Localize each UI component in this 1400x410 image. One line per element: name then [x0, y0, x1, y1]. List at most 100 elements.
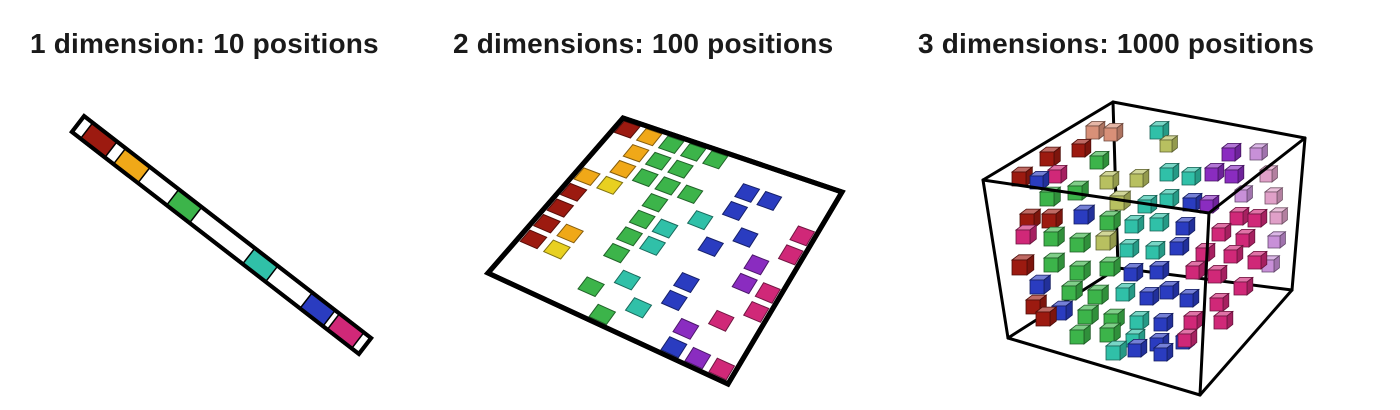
- small-cube: [1070, 138, 1092, 158]
- cube-front: [1069, 265, 1085, 281]
- small-cube: [1098, 170, 1120, 190]
- panel-title-3d: 3 dimensions: 1000 positions: [918, 28, 1315, 59]
- small-cube: [1152, 342, 1174, 362]
- cube-front: [1047, 169, 1062, 184]
- small-cube: [1086, 284, 1110, 305]
- small-cube: [1158, 188, 1180, 208]
- small-cube: [1228, 206, 1250, 226]
- cube-front: [1199, 199, 1214, 214]
- cube-front: [1211, 227, 1226, 242]
- cube-front: [1234, 189, 1248, 203]
- cube-front: [1127, 343, 1142, 358]
- small-cube: [1076, 304, 1100, 325]
- small-cube: [1220, 142, 1242, 162]
- grid-cell: [743, 254, 770, 276]
- small-cube: [1180, 166, 1202, 186]
- small-cube: [1038, 146, 1062, 167]
- small-cube: [1128, 168, 1150, 188]
- small-cube: [1068, 260, 1092, 281]
- cube-front: [1269, 211, 1283, 225]
- grid-cell: [651, 218, 679, 239]
- cube-front: [1209, 297, 1224, 312]
- cube-edge: [981, 178, 1211, 215]
- grid-cell: [660, 336, 688, 359]
- grid-cell: [624, 297, 653, 319]
- cube-front: [1185, 265, 1200, 280]
- three-dimensional-cube: [981, 100, 1307, 397]
- grid-border: [483, 115, 846, 388]
- cube-front: [1249, 147, 1263, 161]
- grid-cell: [686, 210, 714, 231]
- cube-edge: [1207, 136, 1307, 215]
- small-cube: [1248, 142, 1269, 161]
- small-cube: [1148, 120, 1170, 140]
- cube-front: [1089, 155, 1104, 170]
- cube-front: [1103, 127, 1118, 142]
- small-cube: [1206, 264, 1228, 284]
- grid-cell: [756, 190, 783, 212]
- cube-front: [1099, 327, 1115, 343]
- cube-front: [1159, 139, 1173, 153]
- cube-edge: [981, 100, 1115, 182]
- small-cube: [1212, 310, 1234, 330]
- small-cube: [1184, 260, 1206, 280]
- small-cube: [1018, 208, 1042, 229]
- small-cube: [1266, 230, 1287, 249]
- cube-front: [1099, 175, 1114, 190]
- grid-cell: [672, 317, 700, 340]
- cube-front: [1099, 215, 1115, 231]
- cube-edge: [1290, 136, 1307, 292]
- cube-front: [1169, 241, 1184, 256]
- cube-front: [1095, 235, 1111, 251]
- grid-cell: [542, 239, 571, 260]
- grid-cell: [654, 176, 682, 196]
- small-cube: [1094, 230, 1118, 251]
- cube-front: [1041, 213, 1057, 229]
- grid-cell: [628, 209, 656, 230]
- grid-cell: [731, 272, 758, 295]
- cube-front: [1085, 125, 1100, 140]
- small-cube: [1223, 164, 1245, 184]
- small-cube: [1040, 208, 1064, 229]
- small-cube: [1066, 180, 1090, 201]
- cube-front: [1069, 329, 1085, 345]
- grid-cell: [641, 193, 669, 213]
- small-cube: [1144, 240, 1166, 260]
- cube-front: [1259, 169, 1273, 183]
- grid-cell: [707, 309, 735, 332]
- cube-front: [1233, 281, 1248, 296]
- grid-cell: [697, 236, 725, 258]
- small-cube: [1158, 162, 1180, 182]
- grid-cell: [635, 128, 663, 147]
- cube-front: [1183, 315, 1198, 330]
- cube-front: [1099, 261, 1115, 277]
- small-cube: [1246, 208, 1268, 228]
- small-cube: [1222, 244, 1244, 264]
- small-cube: [1128, 310, 1150, 330]
- cube-front: [1043, 231, 1059, 247]
- grid-cell: [734, 183, 761, 203]
- small-cube: [1138, 286, 1160, 306]
- small-cube: [1098, 210, 1122, 231]
- cube-front: [1087, 289, 1103, 305]
- cube-front: [1123, 267, 1138, 282]
- cube-front: [1153, 347, 1168, 362]
- small-cube: [1232, 276, 1254, 296]
- grid-cell: [556, 223, 585, 244]
- panel-title-2d: 2 dimensions: 100 positions: [453, 28, 834, 59]
- cube-front: [1129, 315, 1144, 330]
- small-cube: [1198, 194, 1220, 214]
- cube-front: [1011, 259, 1028, 276]
- small-cube: [1118, 238, 1140, 258]
- grid-cell: [708, 357, 736, 381]
- cube-front: [1149, 125, 1164, 140]
- small-cube: [1148, 212, 1170, 232]
- small-cube: [1028, 274, 1052, 295]
- grid-cell: [644, 151, 672, 171]
- cube-front: [1235, 233, 1250, 248]
- grid-cell: [667, 159, 694, 179]
- cube-edge: [1198, 211, 1211, 397]
- grid-cell: [613, 120, 641, 139]
- small-cube: [1010, 253, 1035, 276]
